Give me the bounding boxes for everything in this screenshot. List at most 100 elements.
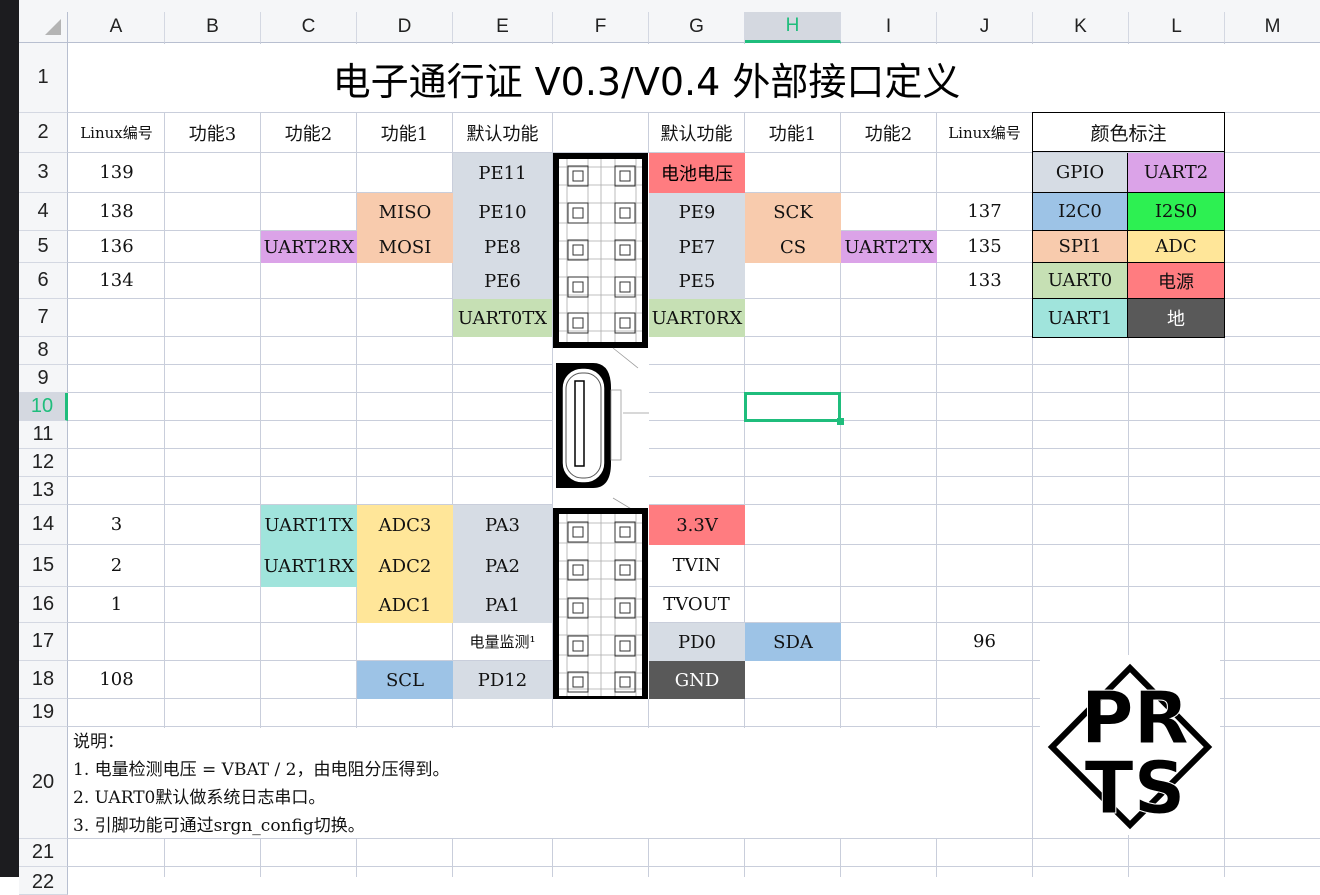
fill-handle[interactable] (837, 418, 844, 425)
column-header-f[interactable]: F (553, 12, 649, 43)
legend-uart2[interactable]: UART2 (1128, 153, 1224, 193)
uart2-function-cell[interactable]: UART2TX (841, 231, 937, 263)
header-func1-right[interactable]: 功能1 (745, 113, 840, 152)
legend-uart0[interactable]: UART0 (1033, 263, 1128, 299)
column-header-m[interactable]: M (1225, 12, 1320, 43)
linux-number-cell[interactable]: 138 (99, 201, 134, 222)
legend-uart1[interactable]: UART1 (1033, 299, 1128, 337)
column-header-i[interactable]: I (841, 12, 937, 43)
linux-number-cell[interactable]: 1 (110, 594, 123, 615)
header-default-right[interactable]: 默认功能 (649, 113, 744, 152)
spi-function-cell[interactable]: MOSI (357, 231, 453, 263)
adc-function-cell[interactable]: ADC1 (357, 587, 453, 623)
prts-logo-icon[interactable]: PR TS (1040, 655, 1220, 835)
gpio-pin-cell[interactable]: PE9 (649, 193, 745, 231)
gpio-pin-cell[interactable]: PE7 (649, 231, 745, 263)
header-default-left[interactable]: 默认功能 (453, 113, 552, 152)
battery-monitor-pin-cell[interactable]: 电量监测¹ (453, 623, 552, 660)
linux-number-cell[interactable]: 139 (99, 162, 134, 183)
linux-number-cell[interactable]: 96 (973, 631, 996, 652)
legend-ground[interactable]: 地 (1128, 299, 1224, 337)
gpio-pin-cell[interactable]: PE8 (453, 231, 552, 263)
row-header-18[interactable]: 18 (19, 661, 68, 699)
gpio-pin-cell[interactable]: PE10 (453, 193, 552, 231)
linux-number-cell[interactable]: 134 (99, 270, 134, 291)
gpio-pin-cell[interactable]: PA1 (453, 587, 552, 623)
gpio-pin-cell[interactable]: PA2 (453, 545, 552, 587)
column-header-g[interactable]: G (649, 12, 745, 43)
gpio-pin-cell[interactable]: PD0 (649, 623, 745, 661)
adc-function-cell[interactable]: ADC3 (357, 505, 453, 545)
header-func2-right[interactable]: 功能2 (841, 113, 936, 152)
power-pin-cell[interactable]: 电池电压 (649, 153, 745, 193)
active-cell-selection[interactable] (744, 392, 841, 422)
header-func3-left[interactable]: 功能3 (165, 113, 260, 152)
spi-function-cell[interactable]: SCK (745, 193, 841, 231)
gpio-pin-cell[interactable]: PE5 (649, 263, 745, 299)
row-header-16[interactable]: 16 (19, 587, 68, 623)
legend-i2s0[interactable]: I2S0 (1128, 193, 1224, 231)
gpio-pin-cell[interactable]: PA3 (453, 505, 552, 545)
uart1-function-cell[interactable]: UART1RX (261, 545, 357, 587)
row-header-10[interactable]: 10 (19, 393, 68, 421)
legend-power[interactable]: 电源 (1128, 263, 1224, 299)
row-header-11[interactable]: 11 (19, 421, 68, 449)
legend-gpio[interactable]: GPIO (1033, 153, 1128, 193)
row-header-1[interactable]: 1 (19, 43, 68, 113)
row-header-6[interactable]: 6 (19, 263, 68, 299)
column-header-l[interactable]: L (1129, 12, 1225, 43)
linux-number-cell[interactable]: 108 (99, 669, 134, 690)
header-linux-right[interactable]: Linux编号 (937, 113, 1032, 152)
row-header-7[interactable]: 7 (19, 299, 68, 337)
notes-cell[interactable]: 说明： 1. 电量检测电压 = VBAT / 2，由电阻分压得到。 2. UAR… (69, 728, 1029, 838)
linux-number-cell[interactable]: 2 (110, 555, 123, 576)
legend-adc[interactable]: ADC (1128, 231, 1224, 263)
spi-function-cell[interactable]: CS (745, 231, 841, 263)
uart0-pin-cell[interactable]: UART0TX (453, 299, 552, 337)
row-header-21[interactable]: 21 (19, 839, 68, 867)
adc-function-cell[interactable]: ADC2 (357, 545, 453, 587)
gpio-pin-cell[interactable]: PD12 (453, 661, 552, 699)
row-header-5[interactable]: 5 (19, 231, 68, 263)
column-header-d[interactable]: D (357, 12, 453, 43)
linux-number-cell[interactable]: 135 (967, 236, 1002, 257)
row-header-13[interactable]: 13 (19, 477, 68, 505)
row-header-3[interactable]: 3 (19, 153, 68, 193)
header-func2-left[interactable]: 功能2 (261, 113, 356, 152)
row-header-8[interactable]: 8 (19, 337, 68, 365)
row-header-22[interactable]: 22 (19, 867, 68, 895)
gpio-pin-cell[interactable]: PE6 (453, 263, 552, 299)
row-header-15[interactable]: 15 (19, 545, 68, 587)
power-pin-cell[interactable]: 3.3V (649, 505, 745, 545)
uart2-function-cell[interactable]: UART2RX (261, 231, 357, 263)
gpio-pin-cell[interactable]: PE11 (453, 153, 552, 193)
row-header-12[interactable]: 12 (19, 449, 68, 477)
select-all-button[interactable] (19, 12, 68, 43)
column-header-e[interactable]: E (453, 12, 553, 43)
column-header-k[interactable]: K (1033, 12, 1129, 43)
legend-spi1[interactable]: SPI1 (1033, 231, 1128, 263)
column-header-c[interactable]: C (261, 12, 357, 43)
tv-pin-cell[interactable]: TVOUT (649, 587, 744, 622)
header-linux-left[interactable]: Linux编号 (69, 113, 164, 152)
column-header-j[interactable]: J (937, 12, 1033, 43)
row-header-4[interactable]: 4 (19, 193, 68, 231)
linux-number-cell[interactable]: 133 (967, 270, 1002, 291)
row-header-17[interactable]: 17 (19, 623, 68, 661)
ground-pin-cell[interactable]: GND (649, 661, 745, 699)
row-header-9[interactable]: 9 (19, 365, 68, 393)
linux-number-cell[interactable]: 137 (967, 201, 1002, 222)
legend-title[interactable]: 颜色标注 (1033, 113, 1224, 152)
uart1-function-cell[interactable]: UART1TX (261, 505, 357, 545)
column-header-h[interactable]: H (745, 12, 841, 43)
header-func1-left[interactable]: 功能1 (357, 113, 452, 152)
column-header-b[interactable]: B (165, 12, 261, 43)
row-header-2[interactable]: 2 (19, 113, 68, 153)
legend-i2c0[interactable]: I2C0 (1033, 193, 1128, 231)
uart0-pin-cell[interactable]: UART0RX (649, 299, 745, 337)
column-header-a[interactable]: A (68, 12, 165, 43)
row-header-20[interactable]: 20 (19, 727, 68, 839)
i2c-function-cell[interactable]: SDA (745, 623, 841, 661)
row-header-14[interactable]: 14 (19, 505, 68, 545)
row-header-19[interactable]: 19 (19, 699, 68, 727)
